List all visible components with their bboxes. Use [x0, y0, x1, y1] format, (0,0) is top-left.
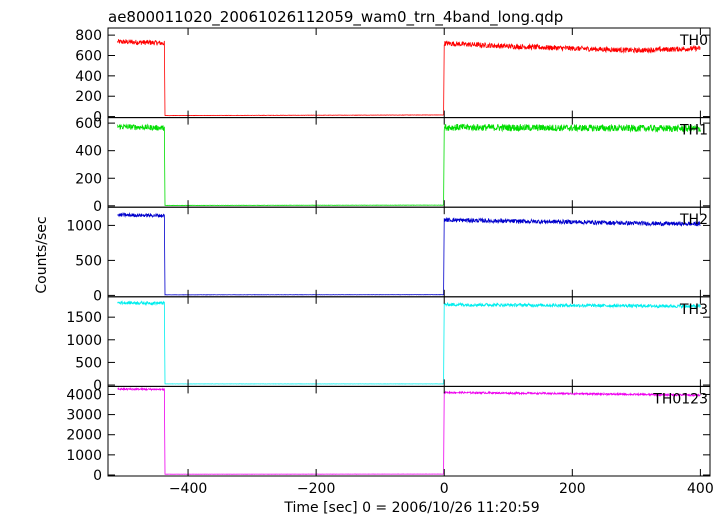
- x-tick-label: 0: [440, 481, 449, 497]
- y-tick-label: 0: [93, 468, 102, 484]
- y-tick-label: 800: [75, 28, 102, 44]
- panel-label: TH0: [679, 33, 708, 49]
- y-tick-label: 2000: [66, 428, 102, 444]
- y-tick-label: 0: [93, 378, 102, 394]
- y-tick-label: 400: [75, 144, 102, 160]
- series-line: [117, 300, 701, 385]
- series-line: [117, 39, 701, 117]
- panel-label: TH0123: [652, 391, 708, 407]
- y-tick-label: 1000: [66, 448, 102, 464]
- panel-frame: [107, 385, 711, 477]
- panel-frame: [107, 206, 711, 298]
- series-line: [117, 211, 701, 296]
- series-line: [117, 123, 701, 207]
- y-tick-label: 4000: [66, 387, 102, 403]
- y-tick-label: 200: [75, 171, 102, 187]
- y-tick-label: 1000: [66, 218, 102, 234]
- y-axis-label: Counts/sec: [34, 216, 50, 293]
- chart-title: ae800011020_20061026112059_wam0_trn_4ban…: [108, 8, 563, 27]
- panel-frame: [107, 296, 711, 387]
- panel-frame: [107, 27, 711, 119]
- y-tick-label: 1000: [66, 333, 102, 349]
- x-axis-label: Time [sec] 0 = 2006/10/26 11:20:59: [283, 500, 539, 516]
- series-line: [117, 386, 701, 475]
- y-tick-label: 1500: [66, 310, 102, 326]
- y-tick-label: 0: [93, 199, 102, 215]
- y-tick-label: 500: [75, 253, 102, 269]
- x-tick-label: −200: [297, 481, 335, 497]
- panel-label: TH2: [679, 212, 708, 228]
- panel-label: TH1: [679, 123, 708, 139]
- y-tick-label: 600: [75, 48, 102, 64]
- panel-frame: [107, 117, 711, 208]
- x-tick-label: 400: [687, 481, 714, 497]
- x-tick-label: −400: [169, 481, 207, 497]
- panel-label: TH3: [679, 302, 708, 318]
- y-tick-label: 500: [75, 355, 102, 371]
- y-tick-label: 600: [75, 116, 102, 132]
- y-tick-label: 400: [75, 69, 102, 85]
- y-tick-label: 0: [93, 288, 102, 304]
- x-tick-label: 200: [559, 481, 586, 497]
- y-tick-label: 200: [75, 89, 102, 105]
- y-tick-label: 0: [93, 110, 102, 126]
- y-tick-label: 3000: [66, 408, 102, 424]
